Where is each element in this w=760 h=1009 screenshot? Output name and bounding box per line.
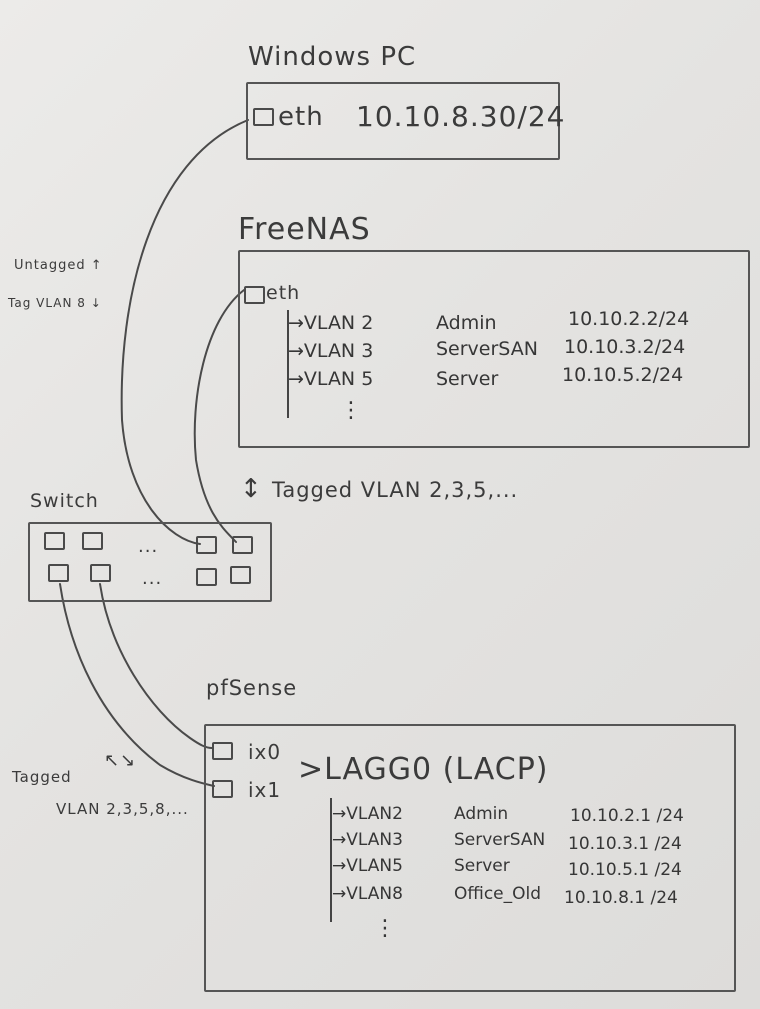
pfsense-ix1-label: ix1 [248, 778, 282, 802]
pfsense-vlan-tree-line [330, 798, 332, 922]
pf-link-arrow: ↖↘ [104, 750, 137, 771]
freenas-vlan-ip: 10.10.5.2/24 [562, 364, 684, 386]
switch-title: Switch [30, 490, 99, 512]
pf-link-label-vlans: VLAN 2,3,5,8,... [56, 800, 189, 818]
switch-port [230, 566, 251, 584]
pf-link-label-tagged: Tagged [12, 768, 72, 786]
switch-ellipsis-bottom: ... [142, 568, 163, 589]
cable-switch-to-ix1 [59, 583, 215, 787]
freenas-vlan-label: →VLAN 3 [288, 340, 374, 362]
pfsense-vlan-ip: 10.10.3.1 /24 [568, 834, 682, 854]
pfsense-more-ellipsis: ⋮ [374, 916, 396, 941]
pfsense-vlan-ip: 10.10.2.1 /24 [570, 806, 684, 826]
freenas-eth-label: eth [266, 282, 301, 304]
switch-port [90, 564, 111, 582]
pfsense-lagg-label: >LAGG0 (LACP) [298, 752, 549, 787]
freenas-vlan-name: Server [436, 368, 499, 390]
windows-pc-eth-port [253, 108, 274, 126]
windows-pc-ip: 10.10.8.30/24 [356, 100, 566, 133]
switch-port [232, 536, 253, 554]
nas-link-arrow: ↕ [240, 474, 263, 504]
pfsense-vlan-label: →VLAN3 [332, 830, 403, 850]
freenas-vlan-ip: 10.10.2.2/24 [568, 308, 690, 330]
freenas-vlan-name: ServerSAN [436, 338, 538, 360]
pfsense-ix0-label: ix0 [248, 740, 282, 764]
freenas-more-ellipsis: ⋮ [340, 398, 362, 423]
pfsense-vlan-label: →VLAN5 [332, 856, 403, 876]
pfsense-vlan-ip: 10.10.5.1 /24 [568, 860, 682, 880]
switch-port [82, 532, 103, 550]
switch-port [48, 564, 69, 582]
pfsense-vlan-name: Admin [454, 804, 509, 824]
pfsense-box: ix0 ix1 >LAGG0 (LACP) →VLAN2 Admin 10.10… [204, 724, 736, 992]
pfsense-ix1-port [212, 780, 233, 798]
pfsense-vlan-name: ServerSAN [454, 830, 546, 850]
pfsense-vlan-label: →VLAN8 [332, 884, 403, 904]
freenas-vlan-label: →VLAN 2 [288, 312, 374, 334]
cable-pc-to-switch [120, 119, 249, 545]
freenas-vlan-ip: 10.10.3.2/24 [564, 336, 686, 358]
pfsense-ix0-port [212, 742, 233, 760]
pfsense-vlan-name: Server [454, 856, 510, 876]
switch-box: ... ... [28, 522, 272, 602]
switch-ellipsis-top: ... [138, 536, 159, 557]
nas-link-label: Tagged VLAN 2,3,5,... [272, 478, 519, 502]
windows-pc-title: Windows PC [248, 42, 417, 72]
windows-pc-box: eth 10.10.8.30/24 [246, 82, 564, 160]
freenas-eth-port [244, 286, 265, 304]
freenas-box: eth →VLAN 2 Admin 10.10.2.2/24 →VLAN 3 S… [238, 250, 750, 448]
pfsense-vlan-ip: 10.10.8.1 /24 [564, 888, 678, 908]
freenas-vlan-label: →VLAN 5 [288, 368, 374, 390]
pfsense-title: pfSense [206, 676, 298, 700]
pfsense-vlan-name: Office_Old [454, 884, 542, 904]
freenas-vlan-tree-line [287, 310, 289, 418]
freenas-title: FreeNAS [238, 212, 371, 247]
windows-pc-eth-label: eth [278, 102, 324, 132]
pfsense-vlan-label: →VLAN2 [332, 804, 403, 824]
switch-port [44, 532, 65, 550]
cable-nas-to-switch [193, 289, 245, 543]
pc-link-label-tag: Tag VLAN 8 ↓ [8, 296, 102, 310]
switch-port [196, 536, 217, 554]
freenas-vlan-name: Admin [436, 312, 497, 334]
pc-link-label-untagged: Untagged ↑ [14, 258, 103, 273]
switch-port [196, 568, 217, 586]
